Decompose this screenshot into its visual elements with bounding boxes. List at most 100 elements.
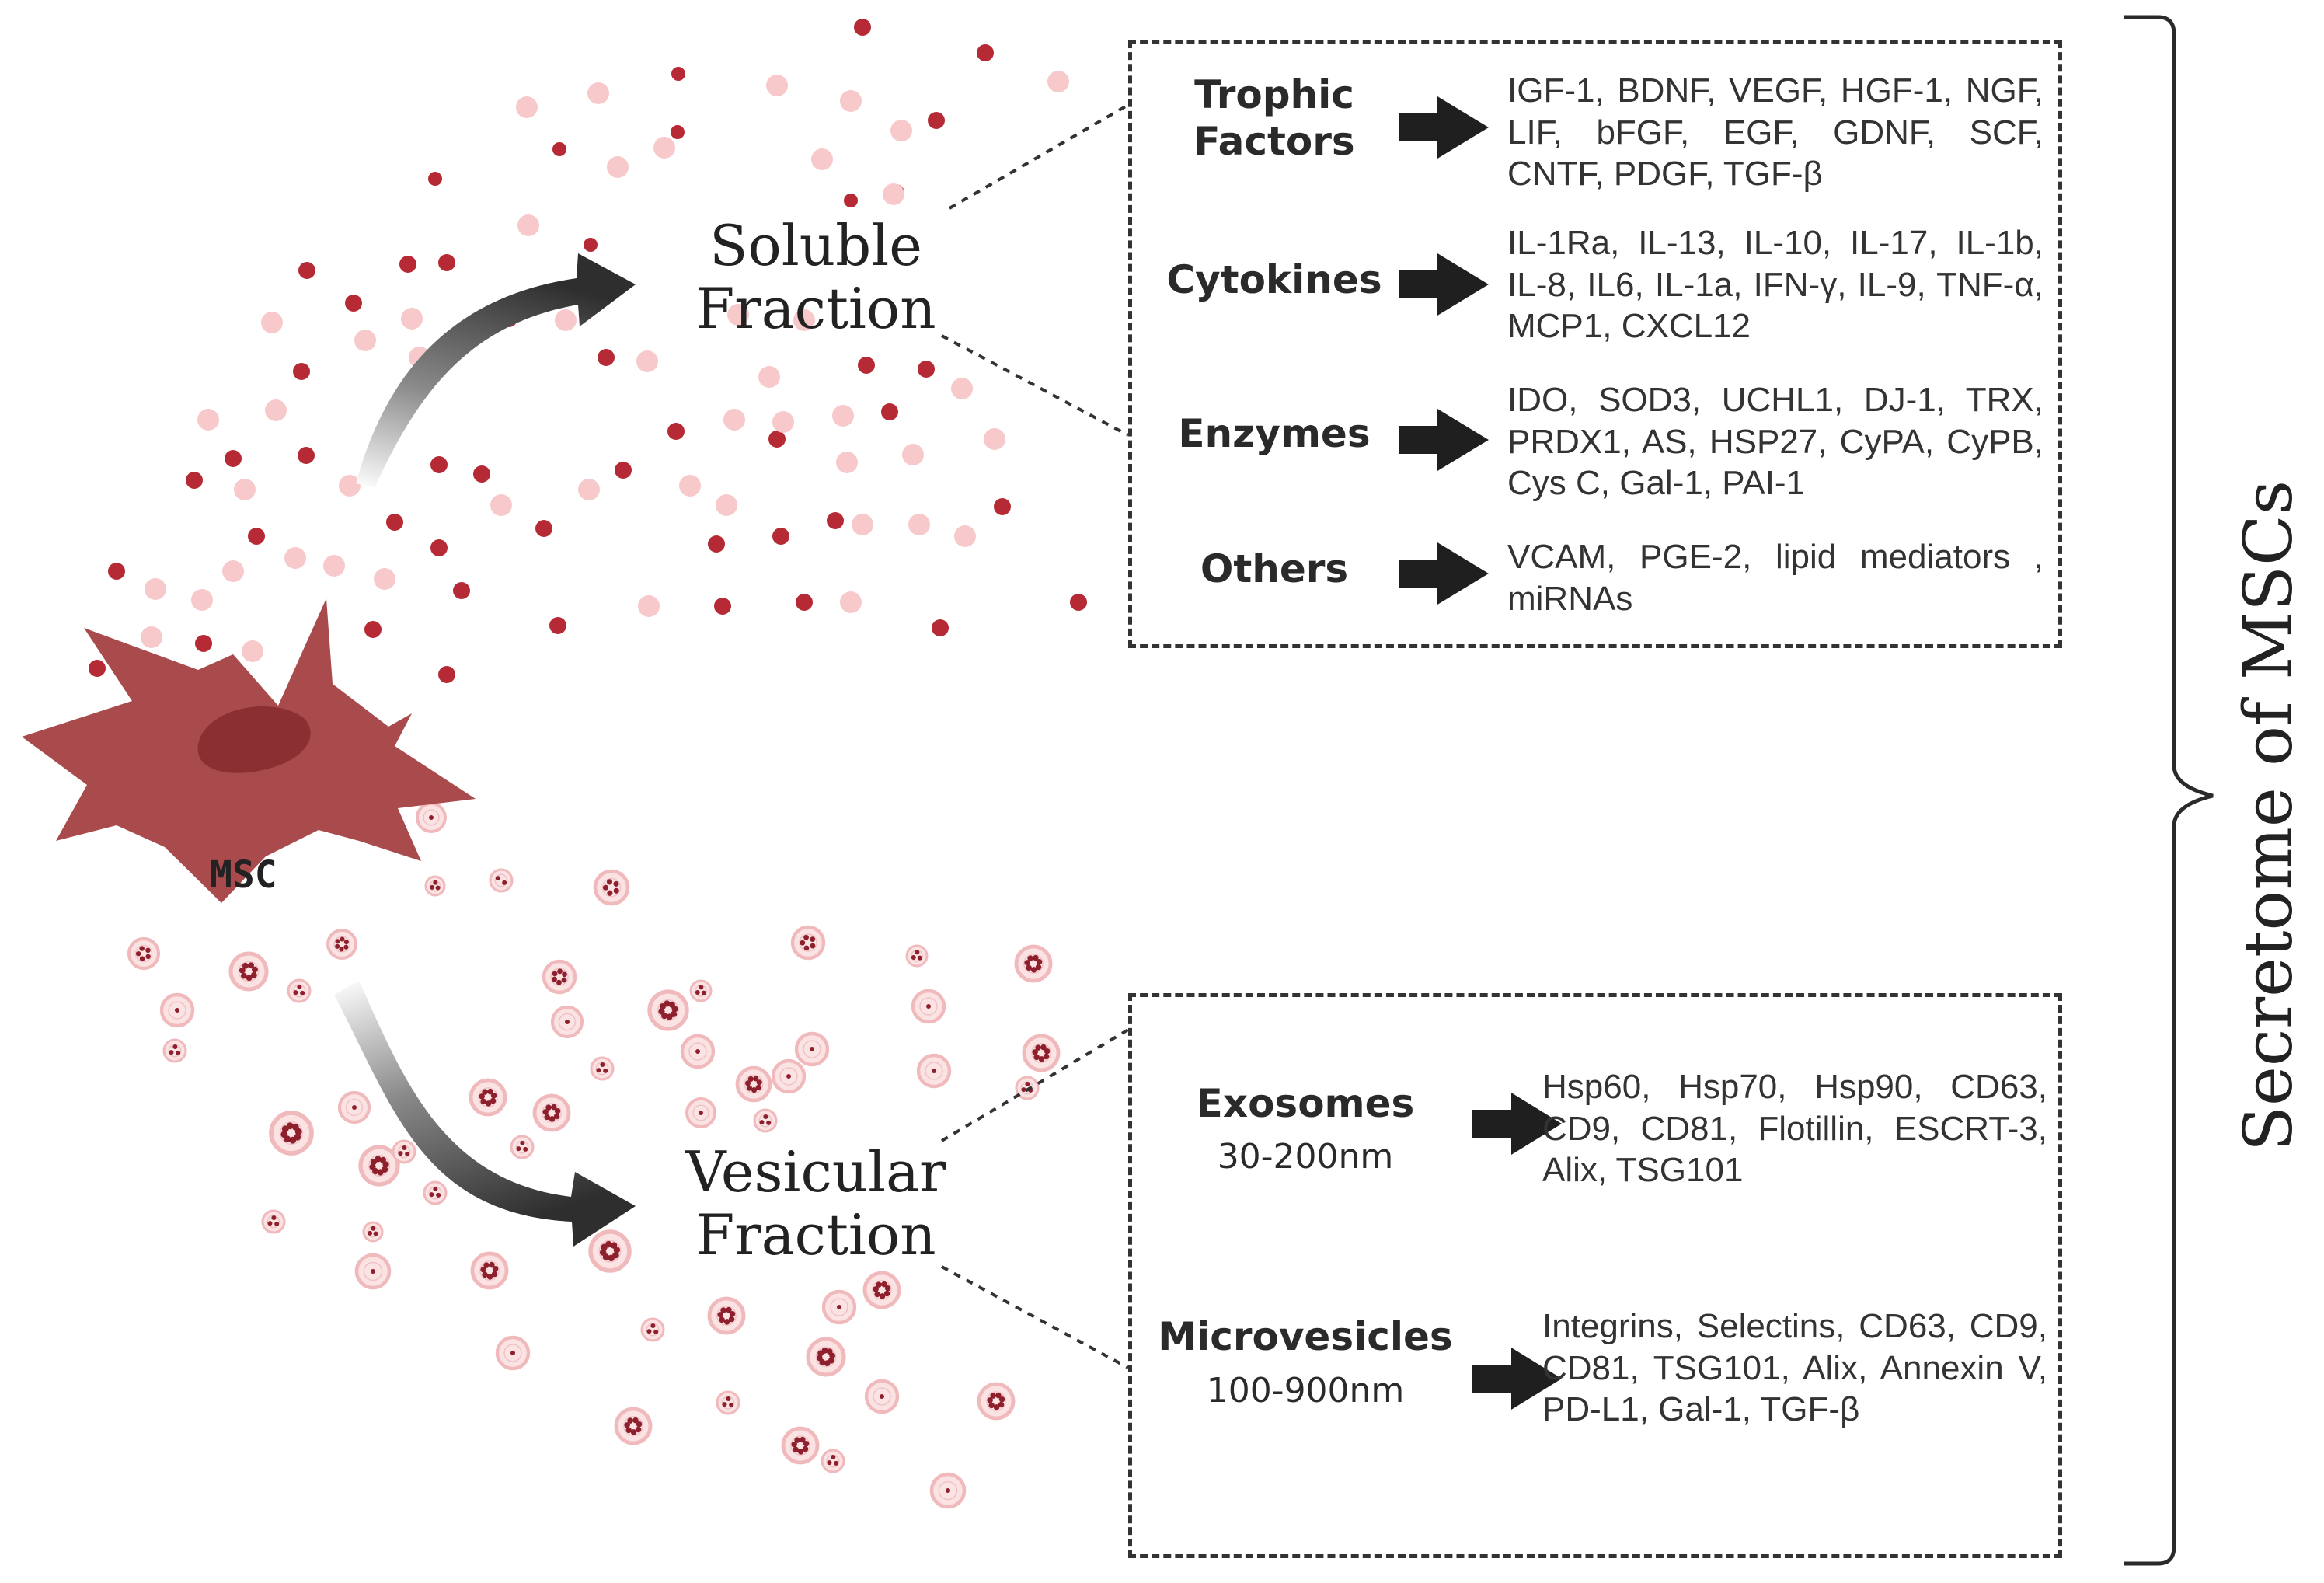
vesicle-particle <box>362 1221 384 1243</box>
soluble-particle <box>768 431 786 448</box>
vesicle-particle <box>1015 1076 1040 1100</box>
soluble-particle <box>854 19 871 36</box>
vesicle-particle <box>614 1407 653 1445</box>
vesicle-particle <box>287 978 312 1003</box>
vesicle-particle <box>685 1097 716 1128</box>
soluble-particle <box>552 142 566 156</box>
vesicle-particle <box>127 936 161 971</box>
trophic-factors-label: Trophic Factors <box>1193 72 1355 164</box>
soluble-particle <box>438 666 455 683</box>
soluble-particle <box>723 409 745 431</box>
microvesicles-size: 100-900nm <box>1206 1371 1405 1410</box>
vesicle-particle <box>532 1093 571 1132</box>
vesicle-particle <box>716 1390 740 1415</box>
soluble-particle <box>1070 594 1087 611</box>
soluble-particle <box>578 479 600 500</box>
enzymes-arrow-icon <box>1399 409 1489 471</box>
soluble-particle <box>428 172 442 186</box>
soluble-particle <box>598 349 615 366</box>
microvesicles-items: Integrins, Selectins, CD63, CD9, CD81, T… <box>1542 1307 2047 1429</box>
vesicle-particle <box>416 802 447 833</box>
vesicle-particle <box>358 1145 400 1187</box>
soluble-particle <box>234 479 256 500</box>
soluble-particle <box>374 568 395 590</box>
microvesicles-label: Microvesicles <box>1158 1314 1453 1359</box>
soluble-particle <box>386 514 403 531</box>
soluble-particle <box>354 330 376 351</box>
soluble-particle <box>667 423 685 440</box>
soluble-particle <box>141 626 162 648</box>
soluble-particle <box>902 444 924 465</box>
soluble-particle <box>191 589 213 611</box>
soluble-particle <box>453 582 470 599</box>
soluble-particle <box>584 238 598 252</box>
vesicle-particle <box>753 1108 778 1133</box>
soluble-particle <box>679 475 701 497</box>
vesicle-particle <box>261 1209 286 1234</box>
soluble-particle <box>727 304 749 326</box>
soluble-particle <box>708 535 725 553</box>
soluble-particle <box>932 619 949 636</box>
soluble-particle <box>430 456 448 473</box>
trophic-arrow-icon <box>1399 96 1489 159</box>
exosomes-items: Hsp60, Hsp70, Hsp90, CD63, CD9, CD81, Fl… <box>1542 1068 2047 1190</box>
vesicle-particle <box>790 925 826 961</box>
vesicle-particle <box>647 989 689 1031</box>
soluble-particle <box>516 96 538 118</box>
soluble-particle <box>883 183 904 205</box>
soluble-particle <box>438 254 455 271</box>
soluble-particle <box>984 428 1005 450</box>
soluble-components-box <box>1128 40 2062 648</box>
soluble-particle <box>954 525 976 547</box>
soluble-particle <box>555 309 577 331</box>
soluble-particle <box>796 594 813 611</box>
soluble-particle <box>811 148 833 170</box>
soluble-particle <box>793 309 815 331</box>
soluble-particle <box>265 399 287 421</box>
others-label: Others <box>1200 546 1349 591</box>
vesicle-particle <box>864 1379 900 1414</box>
exosomes-label: Exosomes <box>1196 1081 1415 1126</box>
soluble-particle <box>758 366 780 388</box>
vesicle-particle <box>228 951 269 992</box>
vesicle-particle <box>680 1034 716 1069</box>
soluble-particle <box>881 403 898 420</box>
soluble-particle <box>918 361 935 378</box>
connector-lines <box>940 103 1130 1369</box>
soluble-particle <box>473 465 490 483</box>
vesicle-particle <box>929 1472 967 1509</box>
vesicle-particle <box>794 1031 830 1067</box>
soluble-particle <box>490 494 512 516</box>
vesicle-particle <box>424 875 446 897</box>
soluble-particle <box>339 475 361 497</box>
vesicle-particle <box>470 1251 509 1290</box>
vesicle-particle <box>159 992 195 1028</box>
secretome-brace-icon <box>2124 15 2214 1566</box>
vesicle-particle <box>689 979 713 1002</box>
soluble-particle <box>293 363 310 380</box>
vesicle-particle <box>806 1337 846 1377</box>
soluble-particle <box>840 591 862 613</box>
vesicle-particle <box>495 1335 531 1371</box>
soluble-particle <box>858 357 875 374</box>
secretome-title: Secretome of MSCs <box>2230 480 2308 1152</box>
vesicle-particle <box>326 929 357 960</box>
soluble-particles <box>89 19 1087 683</box>
soluble-particle <box>197 409 219 431</box>
soluble-particle <box>714 598 731 615</box>
vesicle-particle <box>489 868 514 893</box>
vesicular-fraction-title: Vesicular Fraction <box>685 1139 946 1267</box>
soluble-particle <box>607 156 629 178</box>
soluble-particle <box>225 450 242 467</box>
vesicle-particle <box>862 1271 901 1309</box>
soluble-particle <box>549 617 566 634</box>
soluble-particle <box>716 494 737 516</box>
soluble-particle <box>535 520 552 537</box>
vesicle-particle <box>1014 944 1053 983</box>
vesicle-particle <box>640 1317 665 1342</box>
soluble-particle <box>399 256 416 273</box>
soluble-particle <box>671 125 685 139</box>
soluble-particle <box>636 350 658 372</box>
soluble-particle <box>852 514 873 535</box>
